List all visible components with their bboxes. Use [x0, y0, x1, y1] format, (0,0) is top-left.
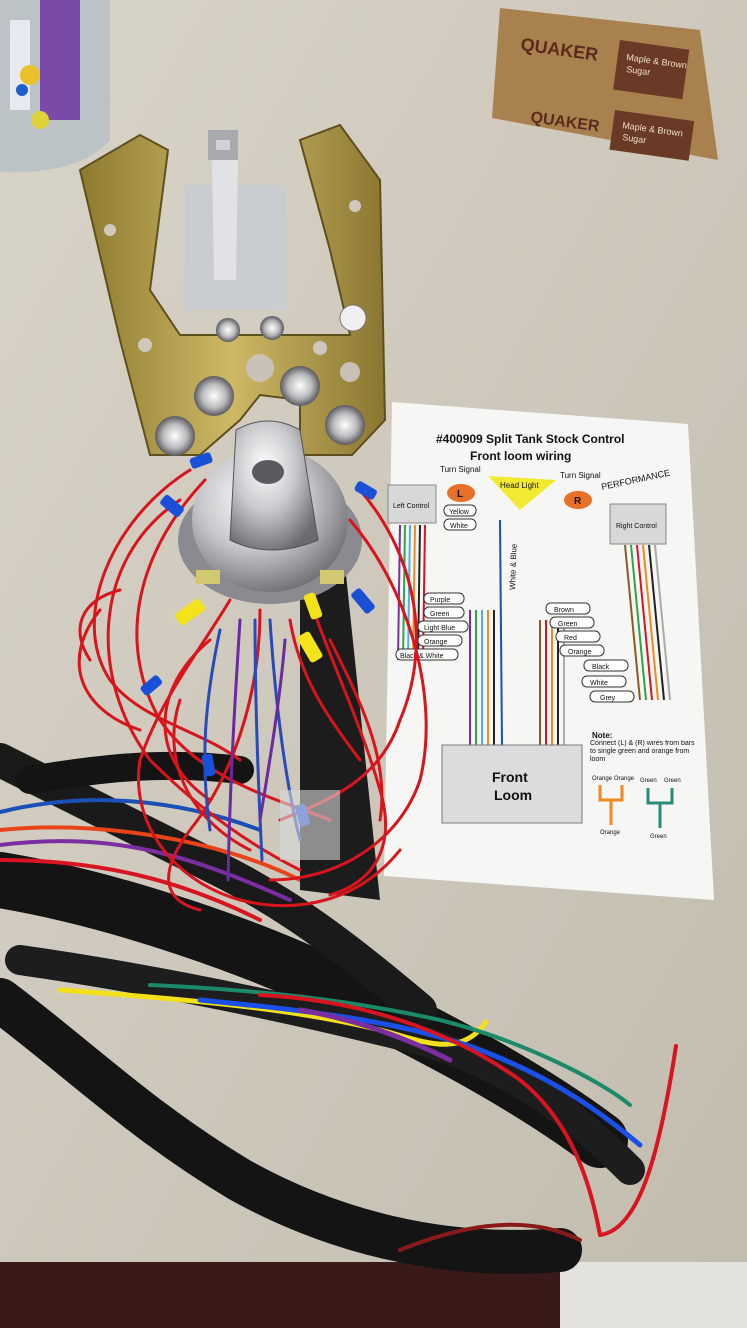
- turn-signal-right-label: Turn Signal: [560, 471, 601, 480]
- right-wire-label: White: [590, 680, 608, 687]
- turn-signal-left-label: Turn Signal: [440, 465, 481, 474]
- white-label: White: [450, 523, 468, 530]
- left-wire-labels: Purple Green Light Blue Orange Black & W…: [395, 592, 469, 661]
- right-turn-marker: [564, 491, 592, 509]
- spade-connectors: [140, 452, 377, 860]
- center-bundle-lines: [469, 519, 565, 748]
- diagram-title-1: #400909 Split Tank Stock Control: [436, 432, 625, 446]
- floor-tile: [560, 1262, 747, 1328]
- indicator-bulb: [194, 376, 234, 416]
- right-wire-labels: Brown Green Red Orange Black White Grey: [545, 602, 635, 703]
- left-turn-marker: [447, 484, 475, 502]
- front-loom-box: [441, 744, 583, 824]
- head-light-triangle: [488, 476, 556, 510]
- left-wire-label: Light Blue: [424, 625, 455, 632]
- note-right-body: Connect (L) & (R) wires from bars to sin…: [590, 740, 695, 763]
- splice-label: Orange: [592, 776, 613, 782]
- yellow-label: Yellow: [449, 509, 470, 516]
- right-bundle-lines: [624, 544, 671, 701]
- indicator-bulb: [260, 316, 284, 340]
- head-light-label: Head Light: [500, 481, 539, 490]
- splice-label: Green: [640, 778, 657, 784]
- packet-flavor-4: Sugar: [622, 132, 647, 145]
- note-right-title: Note:: [592, 731, 612, 740]
- left-wire-label: Black & White: [400, 653, 444, 660]
- left-marker-text: L: [457, 489, 463, 500]
- left-control-label: Left Control: [393, 503, 430, 510]
- oats-packet: QUAKER QUAKER Maple & Brown Sugar Maple …: [492, 8, 718, 161]
- indicator-bulb: [325, 405, 365, 445]
- splice-bottom-label: Orange: [600, 830, 621, 836]
- left-wire-label: Green: [430, 611, 450, 618]
- splice-diagrams: Orange Orange Orange Green Green Green: [592, 776, 681, 840]
- chrome-ignition-switch: [178, 420, 362, 604]
- front-loom-line2: Loom: [494, 787, 532, 803]
- diagram-title-2: Front loom wiring: [470, 449, 571, 463]
- indicator-bulb: [339, 304, 367, 332]
- right-control-label: Right Control: [616, 523, 657, 530]
- right-wire-label: Black: [592, 664, 610, 671]
- right-wire-label: Grey: [600, 695, 616, 702]
- left-wire-label: Purple: [430, 597, 450, 604]
- front-loom-line1: Front: [492, 769, 528, 785]
- left-control-box: [387, 484, 437, 524]
- splice-bottom-label: Green: [650, 834, 667, 840]
- indicator-bulb: [280, 366, 320, 406]
- splice-label: Green: [664, 778, 681, 784]
- indicator-bulb: [216, 318, 240, 342]
- splice-label: Orange: [614, 776, 635, 782]
- wiring-diagram-sheet: #400909 Split Tank Stock Control Front l…: [384, 402, 714, 900]
- left-wire-label: Orange: [424, 639, 447, 646]
- right-wire-label: Red: [564, 635, 577, 642]
- right-control-box: [609, 503, 667, 545]
- jar: [0, 0, 110, 173]
- right-wire-label: Brown: [554, 607, 574, 614]
- right-marker-text: R: [574, 496, 582, 507]
- right-wire-label: Green: [558, 621, 578, 628]
- white-blue-label: White & Blue: [508, 543, 519, 590]
- indicator-bulb: [155, 416, 195, 456]
- right-wire-label: Orange: [568, 649, 591, 656]
- packet-flavor-2: Sugar: [626, 64, 651, 77]
